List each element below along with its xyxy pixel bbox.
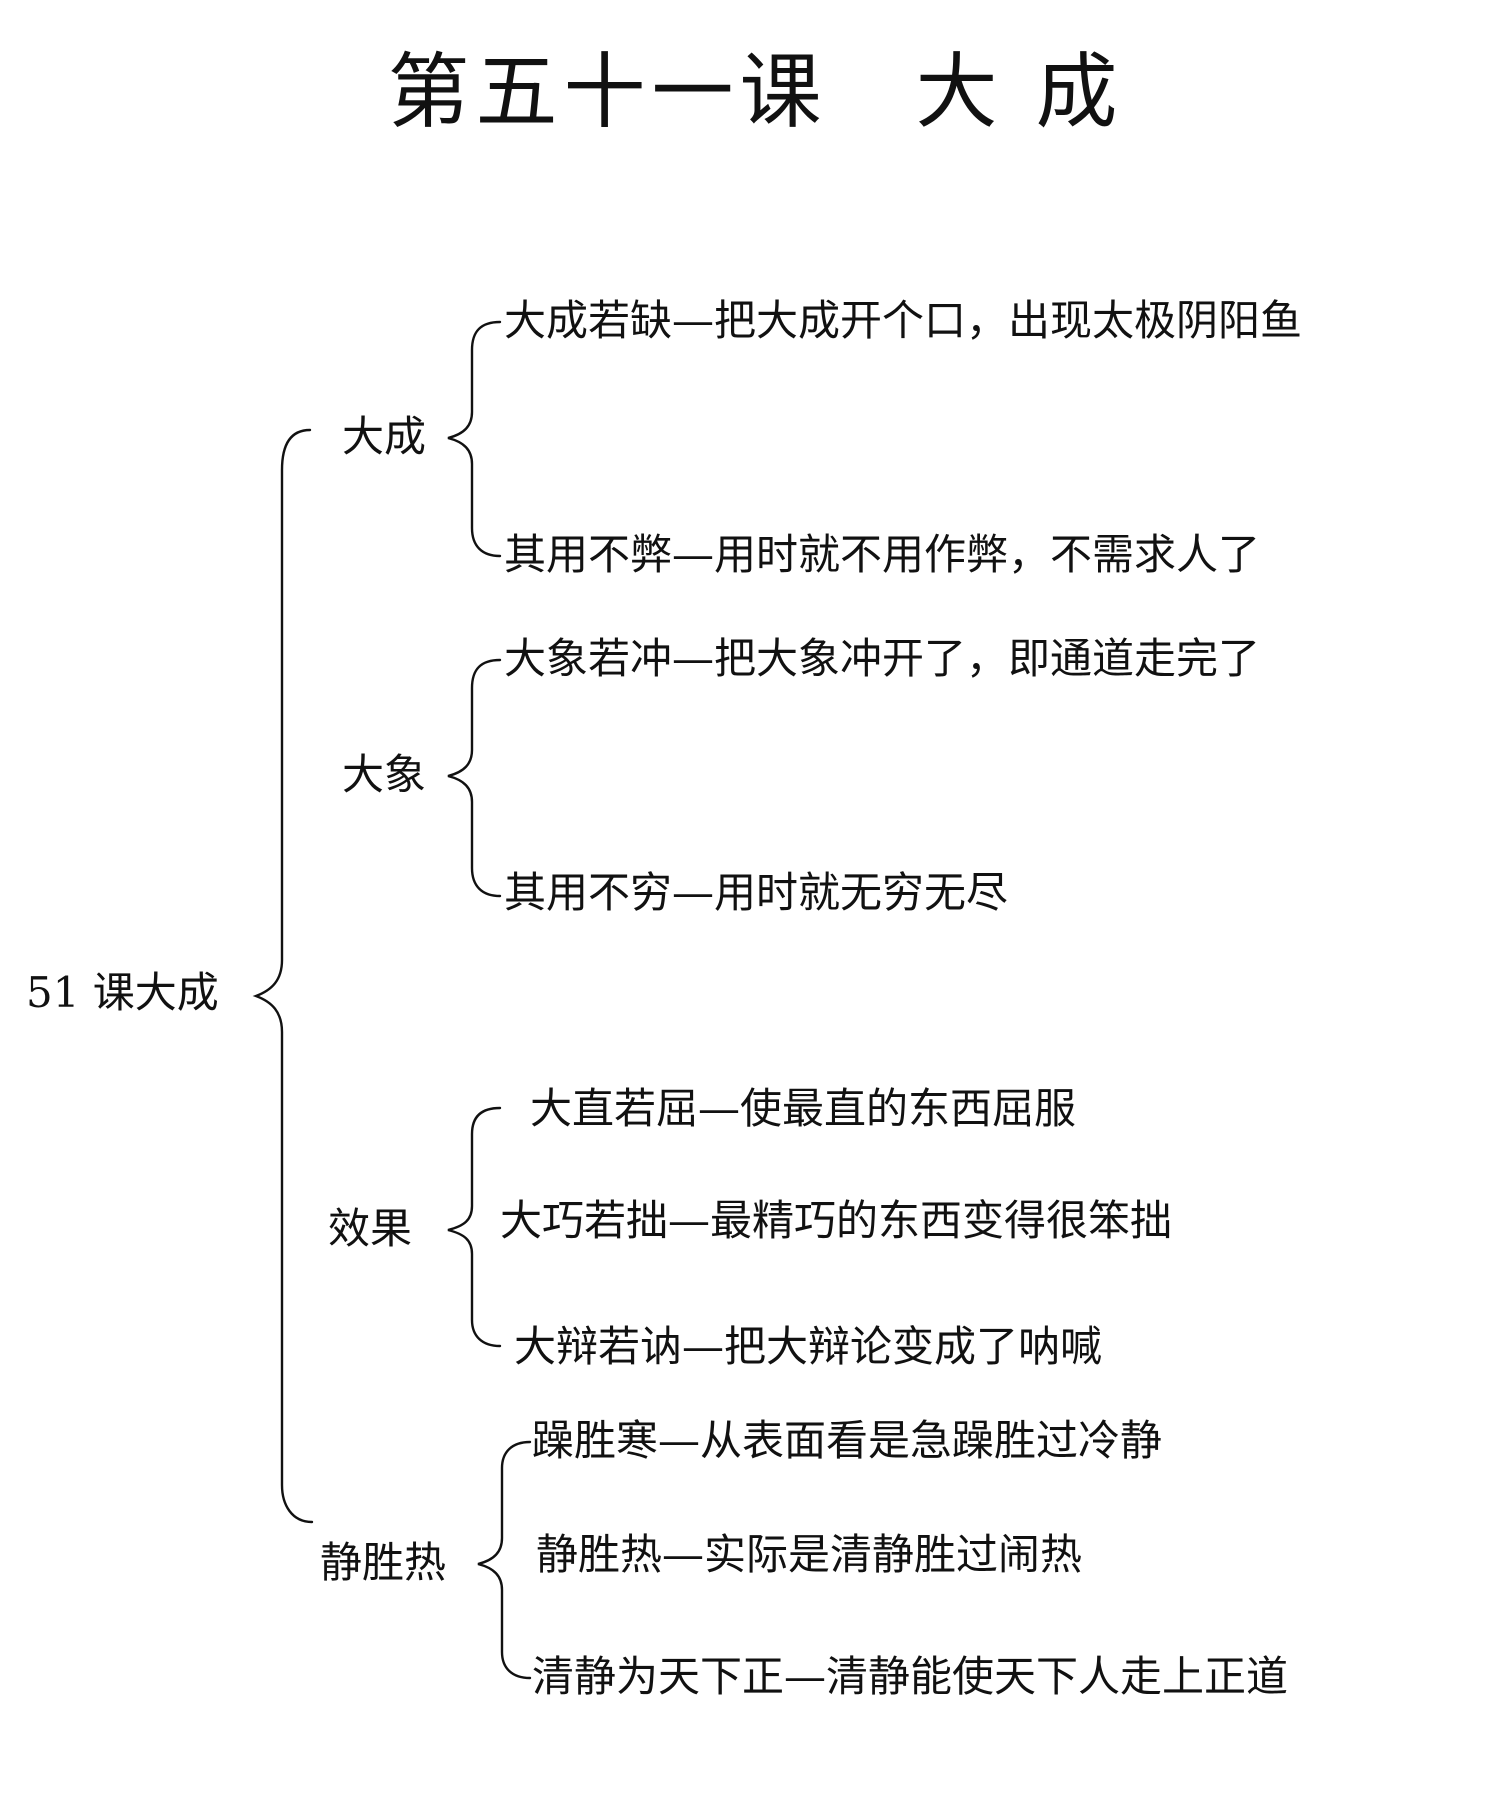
page-title: 第五十一课 大 成 [387, 45, 1124, 140]
leaf-item: 其用不弊—用时就不用作弊，不需求人了 [504, 530, 1261, 579]
brace-dacheng [447, 320, 502, 558]
brace-xiaoguo [447, 1106, 502, 1348]
leaf-item: 大直若屈—使最直的东西屈服 [530, 1084, 1077, 1133]
leaf-item: 大成若缺—把大成开个口，出现太极阴阳鱼 [504, 296, 1303, 345]
branch-label-xiaoguo: 效果 [328, 1204, 413, 1253]
leaf-item: 静胜热—实际是清静胜过闹热 [536, 1530, 1083, 1579]
branch-label-daxiang: 大象 [342, 750, 427, 799]
leaf-item: 清静为天下正—清静能使天下人走上正道 [532, 1652, 1289, 1701]
leaf-item: 大巧若拙—最精巧的东西变得很笨拙 [500, 1196, 1173, 1245]
leaf-item: 大象若冲—把大象冲开了，即通道走完了 [504, 634, 1261, 683]
leaf-item: 躁胜寒—从表面看是急躁胜过冷静 [532, 1416, 1163, 1465]
leaf-item: 大辩若讷—把大辩论变成了呐喊 [514, 1322, 1103, 1371]
leaf-item: 其用不穷—用时就无穷无尽 [504, 868, 1009, 917]
brace-jingshengre [477, 1440, 532, 1680]
root-brace [252, 428, 314, 1524]
brace-daxiang [447, 658, 502, 898]
root-node-label: 51 课大成 [26, 968, 219, 1017]
branch-label-dacheng: 大成 [342, 412, 427, 461]
branch-label-jingshengre: 静胜热 [320, 1538, 447, 1587]
